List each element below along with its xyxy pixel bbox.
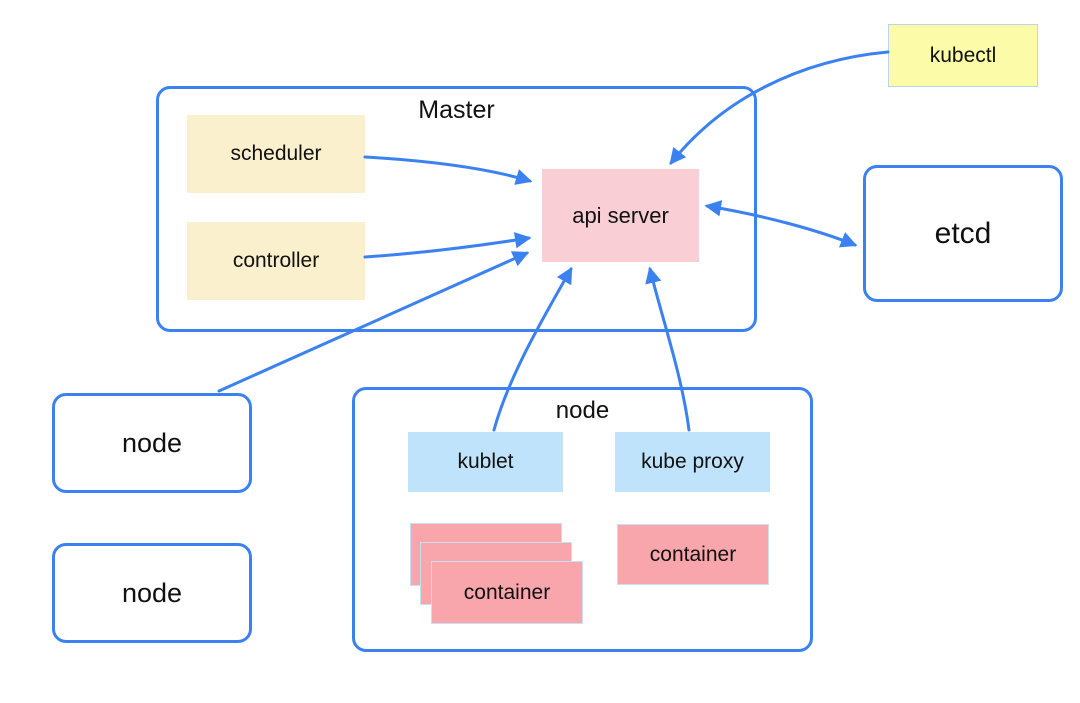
node-box-2: node — [52, 543, 252, 643]
container-single-label: container — [649, 542, 737, 566]
kublet-label: kublet — [457, 450, 514, 473]
node-box-1: node — [52, 393, 252, 493]
container-stack-front: container — [431, 561, 583, 624]
etcd-box: etcd — [863, 165, 1063, 302]
node-2-label: node — [121, 577, 183, 608]
node-1-label: node — [121, 427, 183, 458]
scheduler-label: scheduler — [230, 142, 322, 165]
controller-label: controller — [232, 249, 320, 272]
container-single-box: container — [617, 524, 769, 585]
master-cluster-title: Master — [418, 96, 495, 124]
kube-proxy-box: kube proxy — [615, 432, 770, 492]
container-stack-label: container — [463, 580, 551, 604]
kublet-box: kublet — [408, 432, 563, 492]
kubectl-label: kubectl — [929, 43, 997, 67]
api-server-box: api server — [542, 169, 699, 262]
worker-node-cluster-box: node kublet kube proxy container contain… — [352, 387, 813, 652]
api-server-label: api server — [572, 202, 669, 228]
etcd-label: etcd — [934, 216, 992, 250]
worker-node-title: node — [555, 397, 610, 424]
kubectl-box: kubectl — [888, 24, 1038, 87]
kube-proxy-label: kube proxy — [641, 450, 744, 473]
scheduler-box: scheduler — [187, 115, 365, 193]
controller-box: controller — [187, 222, 365, 300]
